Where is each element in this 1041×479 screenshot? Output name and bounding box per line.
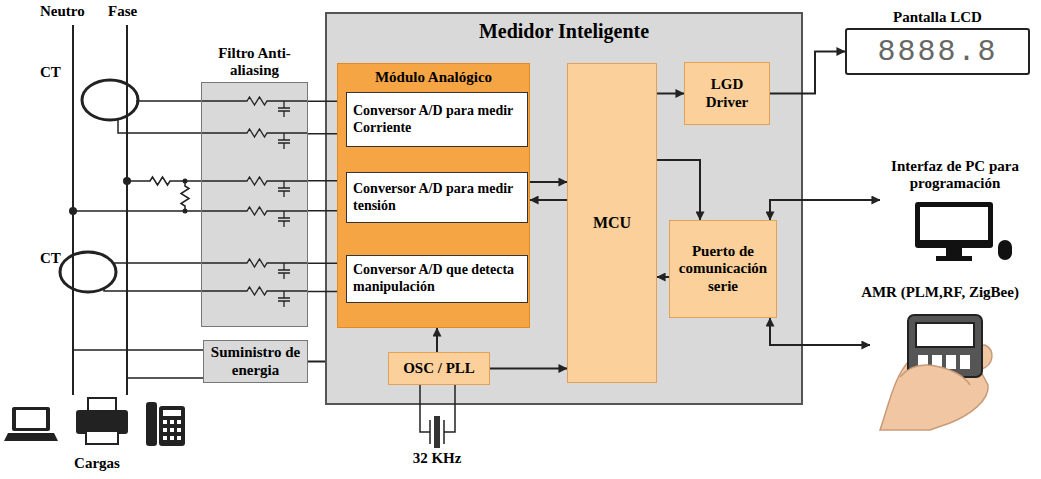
laptop-icon [12, 407, 50, 431]
filter-box: Filtro Anti-aliasing [201, 82, 308, 327]
box-label: OSC / PLL [399, 360, 479, 377]
pc-interface: Interfaz de PC para programación [880, 196, 1030, 264]
heading-label: Interfaz de PC para programación [875, 158, 1035, 193]
converter-label: Conversor A/D para medir Corriente [347, 103, 527, 137]
heading-label: Pantalla LCD [893, 9, 982, 26]
handheld-reader-icon [870, 305, 1010, 435]
heading-label: Filtro Anti-aliasing [199, 45, 311, 80]
connector-arrow [308, 361, 325, 363]
connector-arrow [657, 276, 669, 278]
connector-arrow [770, 200, 880, 220]
ct-label: CT [40, 64, 61, 81]
ct-wire [104, 263, 201, 291]
voltage-wire [73, 210, 201, 212]
meter-housing: Medidor InteligenteMódulo AnalógicoConve… [325, 12, 803, 405]
lcd-display: Pantalla LCD8888.8 [845, 28, 1030, 75]
signal-wire [308, 181, 346, 211]
phone-icon [146, 402, 157, 446]
supply-wire [73, 350, 203, 378]
loads-label: Cargas [74, 455, 120, 472]
ct-label: CT [40, 250, 61, 267]
connector-arrow [770, 52, 845, 94]
filter-components [202, 83, 307, 326]
connector-arrow [530, 199, 567, 201]
signal-wire [308, 263, 346, 291]
connector-arrow [530, 181, 567, 183]
heading-label: AMR (PLM,RF, ZigBee) [861, 284, 1019, 301]
adc-box: Conversor A/D para medir Corriente [346, 92, 528, 147]
connector-arrow [436, 328, 438, 352]
connector-arrow [770, 318, 870, 345]
box-label: MCU [589, 214, 635, 232]
crystal-symbol [434, 416, 440, 448]
line-conductor [73, 25, 127, 395]
ct-ring [60, 252, 116, 292]
printer-icon [88, 398, 116, 412]
power-supply-box: Suministro de energia [203, 340, 308, 383]
adc-box: Conversor A/D que detecta manipulación [346, 255, 528, 303]
signal-wire [308, 101, 346, 134]
ct-ring [82, 80, 138, 120]
serial-port-box: Puerto de comunicación serie [669, 220, 777, 318]
mcu-block: MCU [567, 63, 657, 383]
oscillator-box: OSC / PLL [388, 352, 490, 385]
adc-box: Conversor A/D para medir tensión [346, 172, 528, 223]
amr-reader: AMR (PLM,RF, ZigBee) [870, 305, 1010, 435]
connector-arrow [657, 93, 684, 95]
resistor-symbol [181, 181, 189, 211]
housing-title: Medidor Inteligente [327, 14, 801, 43]
conductor-label: Fase [108, 3, 137, 20]
conductor-label: Neutro [40, 3, 85, 20]
converter-label: Conversor A/D que detecta manipulación [347, 262, 527, 296]
module-title: Módulo Analógico [338, 64, 529, 86]
connector-arrow [657, 160, 700, 220]
ct-wire [118, 101, 201, 133]
converter-label: Conversor A/D para medir tensión [347, 181, 527, 215]
lcd-digits: 8888.8 [877, 35, 997, 69]
resistor-symbol [127, 177, 201, 185]
connector-arrow [490, 368, 567, 370]
monitor-icon [880, 196, 1030, 264]
driver-box: LGD Driver [684, 62, 770, 125]
analog-module: Módulo AnalógicoConversor A/D para medir… [337, 63, 530, 328]
crystal-frequency: 32 KHz [413, 450, 462, 467]
box-label: Puerto de comunicación serie [670, 243, 776, 295]
box-label: LGD Driver [685, 76, 769, 111]
box-label: Suministro de energia [204, 344, 307, 379]
